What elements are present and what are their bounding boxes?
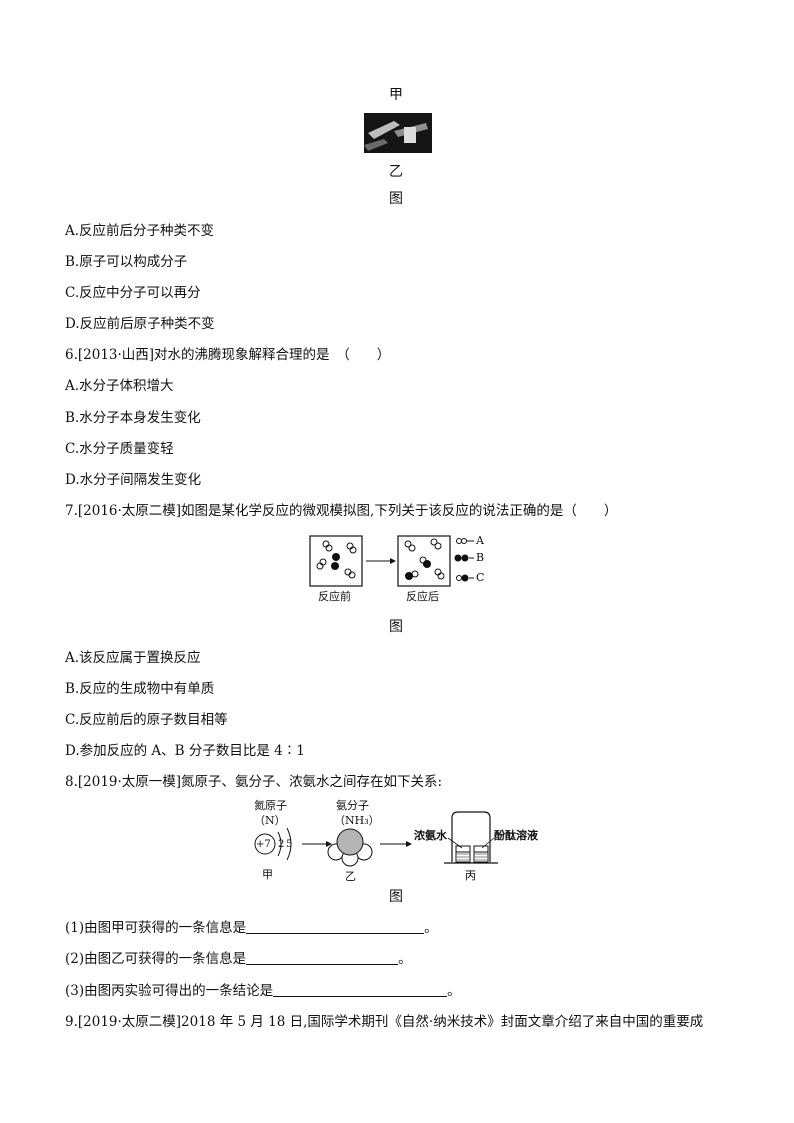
q8-diagram (254, 811, 498, 867)
after-label: 反应后 (406, 590, 439, 603)
q9-stem: 9.[2019·太原二模]2018 年 5 月 18 日,国际学术期刊《自然·纳… (65, 1014, 704, 1030)
pointer-left (447, 837, 463, 849)
q6-option-a: A.水分子体积增大 (65, 378, 174, 394)
q8-sub1-text: (1)由图甲可获得的一条信息是 (65, 920, 247, 936)
atom-symbol: （N） (254, 814, 286, 827)
figure1-label-bottom: 乙 (389, 164, 403, 180)
molecule-formula: （NH₃） (334, 814, 380, 827)
molecule-title: 氨分子 (336, 799, 369, 812)
nucleus-charge: +7 (256, 839, 271, 850)
n-atom (336, 828, 364, 856)
q8-sub3-period: 。 (447, 983, 461, 999)
legend-b (454, 554, 474, 562)
legend-c (456, 574, 474, 582)
q5-option-b: B.原子可以构成分子 (65, 254, 188, 270)
q5-option-a: A.反应前后分子种类不变 (65, 223, 215, 239)
label-yi: 乙 (345, 870, 356, 883)
before-label: 反应前 (318, 590, 351, 603)
ammonia-label: 浓氨水 (414, 829, 447, 842)
q8-sub3-answer-blank[interactable] (273, 982, 448, 997)
q8-figure-caption: 图 (389, 889, 403, 905)
q8-sub2-answer-blank[interactable] (246, 950, 399, 965)
q8-sub1-period: 。 (424, 920, 438, 936)
after-a-molecules (404, 538, 445, 580)
electron-shell-1 (277, 831, 282, 857)
q7-option-b: B.反应的生成物中有单质 (65, 681, 215, 697)
before-a-molecules (316, 540, 357, 579)
q8-sub1: (1)由图甲可获得的一条信息是 。 (65, 919, 438, 937)
after-c-molecules (405, 556, 431, 580)
photo-graphic (364, 113, 432, 153)
q8-sub3: (3)由图丙实验可得出的一条结论是 。 (65, 982, 461, 1000)
figure1-label-top: 甲 (389, 87, 403, 103)
q8-stem: 8.[2019·太原一模]氮原子、氨分子、浓氨水之间存在如下关系: (65, 774, 443, 790)
label-jia: 甲 (262, 868, 273, 881)
atom-title: 氮原子 (254, 799, 287, 812)
q8-sub2: (2)由图乙可获得的一条信息是 。 (65, 950, 412, 968)
q7-option-d: D.参加反应的 A、B 分子数目比是 4∶1 (65, 743, 305, 759)
q8-sub2-period: 。 (398, 951, 412, 967)
q8-sub1-answer-blank[interactable] (246, 919, 425, 934)
q6-option-c: C.水分子质量变轻 (65, 441, 174, 457)
pointer-right (481, 837, 495, 849)
q5-option-c: C.反应中分子可以再分 (65, 285, 201, 301)
q6-option-b: B.水分子本身发生变化 (65, 410, 201, 426)
figure1-caption: 图 (389, 191, 403, 207)
beaker-right (473, 845, 489, 863)
legend-c-label: C (476, 571, 485, 584)
before-b-molecules (331, 553, 340, 570)
q7-stem: 7.[2016·太原二模]如图是某化学反应的微观模拟图,下列关于该反应的说法正确… (65, 503, 618, 519)
phenolphthalein-label: 酚酞溶液 (494, 829, 538, 842)
q6-option-d: D.水分子间隔发生变化 (65, 472, 202, 488)
label-bing: 丙 (465, 869, 476, 882)
electron-shell-2 (286, 827, 292, 861)
space-station-photo (364, 113, 432, 153)
q7-reaction-figure: A B C 反应前 反应后 (308, 534, 488, 606)
q8-figure: 氮原子 （N） +7 2 5 甲 氨分子 （NH₃） 乙 浓氨水 酚酞溶液 丙 (240, 796, 550, 884)
after-box (397, 535, 451, 587)
legend-a (456, 538, 474, 544)
q8-sub2-text: (2)由图乙可获得的一条信息是 (65, 951, 247, 967)
q7-option-a: A.该反应属于置换反应 (65, 650, 201, 666)
nucleus-circle (254, 833, 276, 855)
q6-stem: 6.[2013·山西]对水的沸腾现象解释合理的是 （ ） (65, 347, 391, 363)
q7-figure-caption: 图 (389, 619, 403, 635)
reaction-diagram (309, 535, 474, 587)
q7-option-c: C.反应前后的原子数目相等 (65, 712, 228, 728)
legend-b-label: B (476, 551, 485, 564)
bell-jar (451, 811, 491, 862)
q8-sub3-text: (3)由图丙实验可得出的一条结论是 (65, 983, 274, 999)
shell-1-count: 2 (278, 839, 285, 850)
q5-option-d: D.反应前后原子种类不变 (65, 316, 215, 332)
before-box (309, 535, 363, 587)
shell-2-count: 5 (286, 839, 293, 850)
beaker-left (455, 845, 471, 863)
legend-a-label: A (476, 534, 484, 547)
